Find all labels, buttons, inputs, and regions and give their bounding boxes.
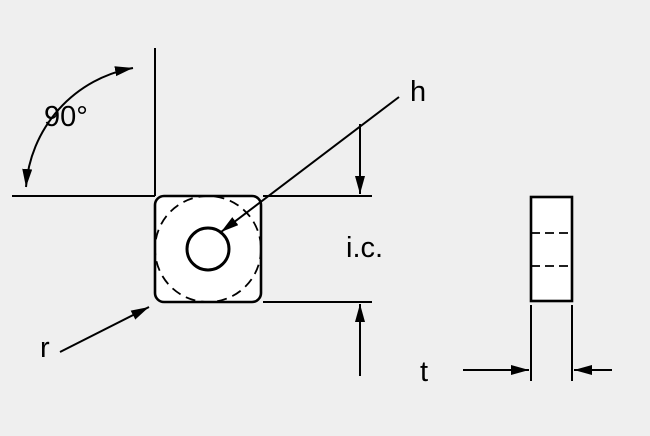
- corner-radius-label: r: [40, 332, 50, 364]
- center-hole: [185, 226, 231, 272]
- insert-side-view: [529, 195, 574, 303]
- angle-arc: [22, 66, 134, 188]
- corner-radius-leader-line: [59, 306, 150, 353]
- hole-leader-line: [220, 96, 400, 233]
- hole-label: h: [410, 76, 426, 108]
- inscribed-circle-label: i.c.: [346, 232, 383, 264]
- inscribed-circle-dashed: [154, 195, 262, 303]
- angle-label: 90°: [44, 101, 88, 133]
- thickness-label: t: [420, 356, 428, 388]
